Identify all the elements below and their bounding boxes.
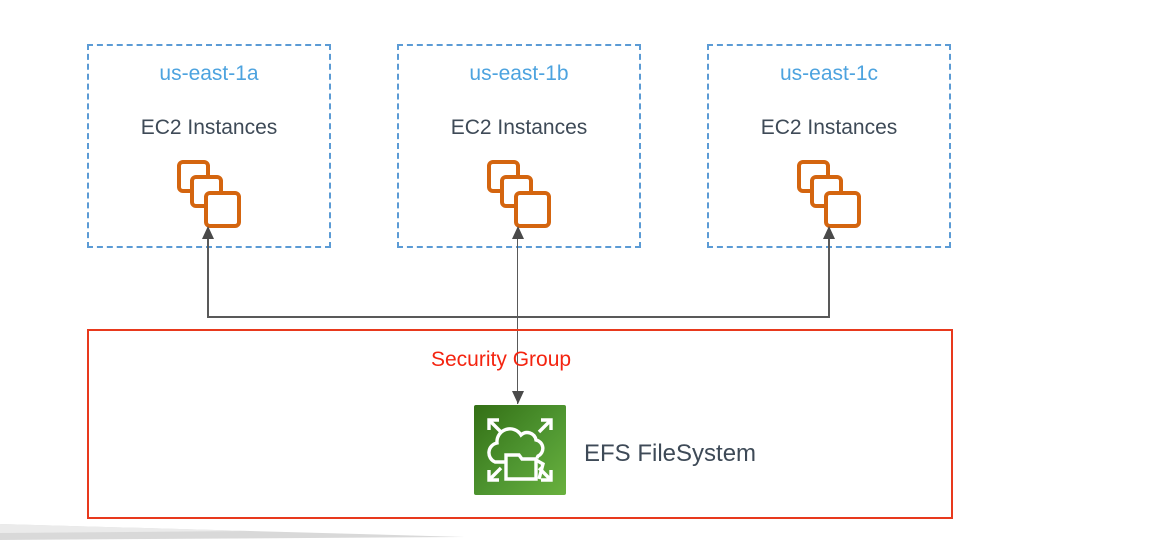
ec2-instances-label-2: EC2 Instances <box>450 116 588 139</box>
slide-corner-decoration <box>0 524 465 540</box>
ec2-square-front <box>514 191 551 228</box>
connector-vertical-center <box>516 236 519 404</box>
security-group-label: Security Group <box>431 348 572 371</box>
ec2-instances-icon <box>797 160 861 228</box>
security-group-box <box>87 329 953 519</box>
az-title-us-east-1c: us-east-1c <box>779 62 879 85</box>
arrowhead-up-az2 <box>511 226 524 239</box>
az-box-us-east-1a: us-east-1a EC2 Instances <box>87 44 331 248</box>
connector-vertical-az3 <box>828 236 830 317</box>
efs-filesystem-label: EFS FileSystem <box>584 440 757 467</box>
connector-horizontal-line <box>207 316 830 318</box>
ec2-instances-icon <box>487 160 551 228</box>
arrowhead-up-az3 <box>823 226 835 239</box>
ec2-square-front <box>824 191 861 228</box>
az-box-us-east-1b: us-east-1b EC2 Instances <box>397 44 641 248</box>
arrowhead-down-efs <box>511 391 524 404</box>
connector-vertical-az1 <box>207 236 209 317</box>
az-title-us-east-1a: us-east-1a <box>159 62 259 85</box>
az-box-us-east-1c: us-east-1c EC2 Instances <box>707 44 951 248</box>
ec2-instances-label-3: EC2 Instances <box>760 116 898 139</box>
arrowhead-up-az1 <box>202 226 214 239</box>
ec2-square-front <box>204 191 241 228</box>
efs-filesystem-icon <box>474 405 566 495</box>
ec2-instances-label-1: EC2 Instances <box>140 116 278 139</box>
ec2-instances-icon <box>177 160 241 228</box>
az-title-us-east-1b: us-east-1b <box>469 62 569 85</box>
